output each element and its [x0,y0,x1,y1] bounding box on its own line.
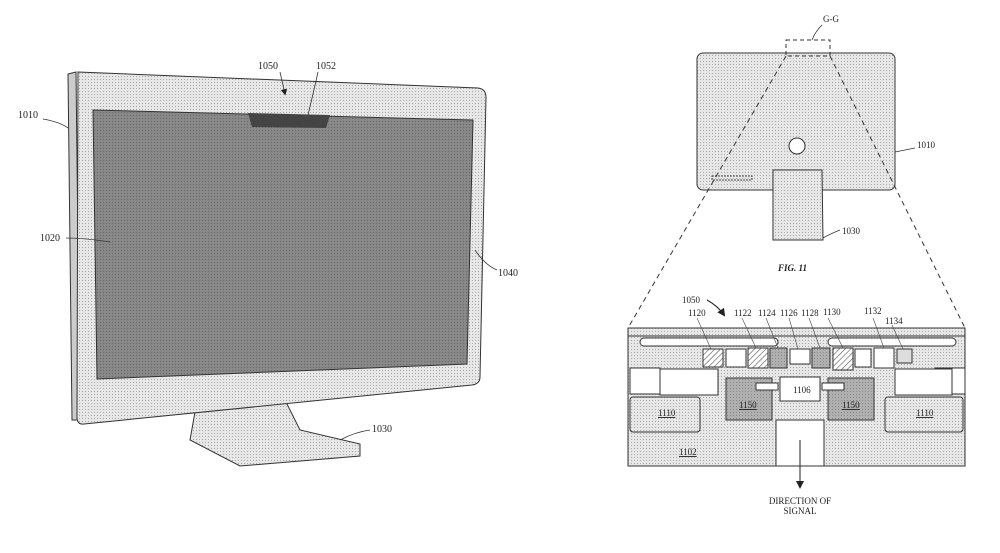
cross-section: 1050 1120 1122 1124 1126 1128 1130 1132 … [627,295,966,516]
label-1010: 1010 [18,110,38,121]
label-1132: 1132 [864,306,882,316]
section-mark: G-G [823,14,839,24]
camera-notch [248,113,330,128]
label-1130: 1130 [823,307,841,317]
label-1106: 1106 [793,385,811,395]
label-1150-left: 1150 [739,400,757,410]
monitor-front-view: 1010 1020 1030 1040 1050 1052 [18,61,518,467]
signal-label-line1: DIRECTION OF [769,496,831,506]
label-1110-right: 1110 [916,408,934,418]
screen [92,109,474,380]
label-1124: 1124 [758,308,776,318]
label-1110-left: 1110 [658,408,676,418]
label-1030: 1030 [372,424,392,435]
label-1128: 1128 [801,308,819,318]
label-1010-back: 1010 [917,140,936,150]
label-1040: 1040 [498,268,518,279]
label-1122: 1122 [734,308,752,318]
label-1126: 1126 [780,308,798,318]
label-1102: 1102 [679,447,697,457]
label-1020: 1020 [40,233,60,244]
label-1120: 1120 [688,308,706,318]
monitor-back-view: G-G 1010 1030 FIG. 11 [627,14,966,329]
label-1150-right: 1150 [842,400,860,410]
stand-neck [189,399,361,467]
label-1134: 1134 [885,316,903,326]
label-1052: 1052 [316,61,336,72]
signal-label-line2: SIGNAL [784,506,817,516]
label-1050-section: 1050 [682,295,701,305]
figure-caption: FIG. 11 [777,263,807,273]
back-stand [772,169,824,241]
label-1050: 1050 [258,61,278,72]
label-1030-back: 1030 [842,226,861,236]
